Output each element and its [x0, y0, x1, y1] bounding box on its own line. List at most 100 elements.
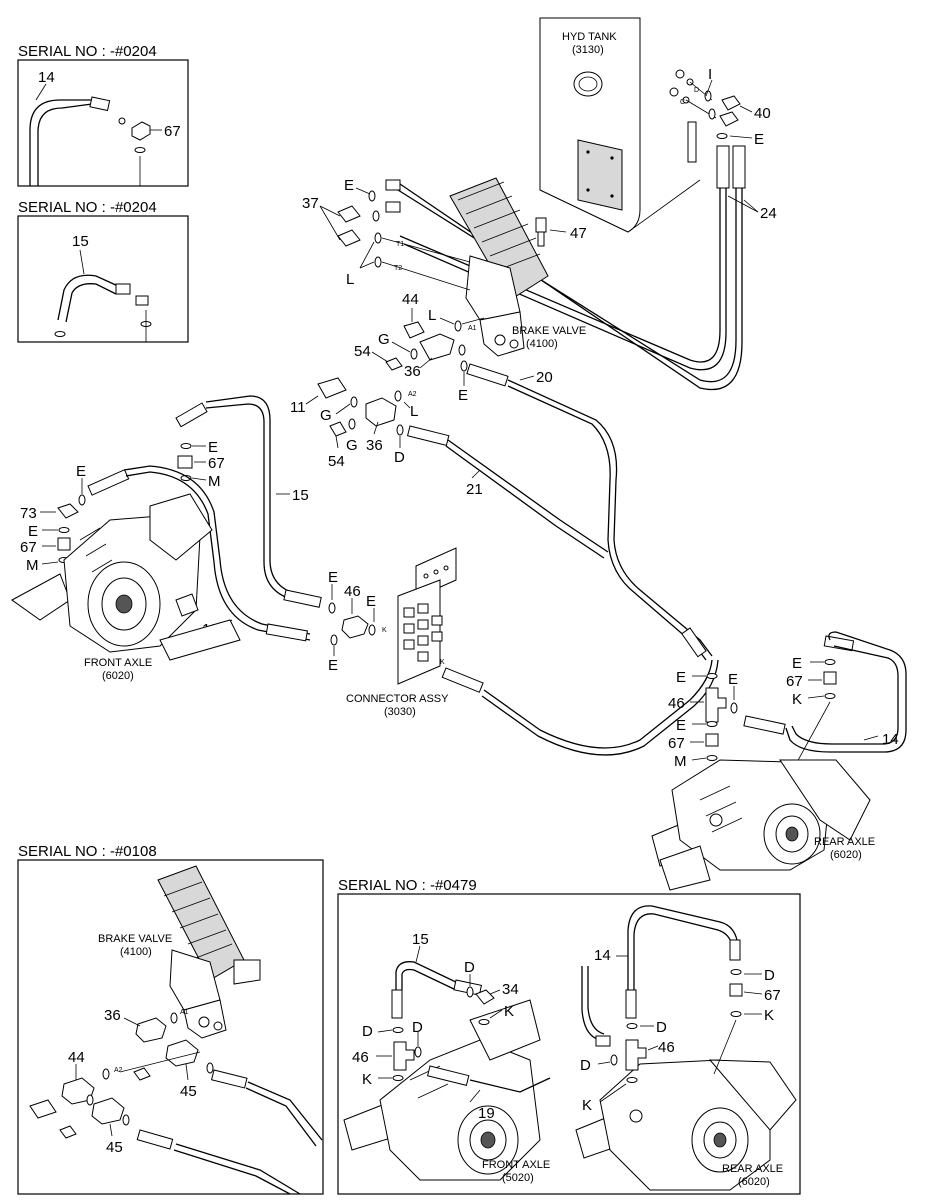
- hose-21: 21: [406, 425, 609, 559]
- inset-switch: [29, 1099, 57, 1119]
- callout-E: E: [458, 387, 468, 404]
- callout-D: D: [580, 1057, 591, 1074]
- plug-54: [329, 421, 347, 437]
- hose-end-24: [716, 145, 730, 189]
- adapter-67: [729, 983, 743, 997]
- hose-15: 15: [175, 395, 322, 608]
- front-axle-code: (6020): [102, 670, 134, 682]
- tee-fitting-36: [419, 333, 455, 361]
- callout-45: 45: [106, 1139, 123, 1156]
- svg-text:D: D: [694, 87, 699, 94]
- callout-D: D: [394, 449, 405, 466]
- brake-valve-name: BRAKE VALVE: [512, 325, 586, 337]
- bolt-47: 47: [535, 217, 587, 247]
- serial-label-0108: SERIAL NO : -#0108: [18, 843, 157, 860]
- fitting-44: [403, 321, 425, 339]
- fitting-34: [475, 989, 495, 1005]
- tank-filler-cap: [573, 71, 603, 97]
- hose-14-inset-1: [29, 99, 92, 186]
- callout-15: 15: [292, 487, 309, 504]
- elbow-fitting-67: [131, 121, 151, 141]
- callout-40: 40: [754, 105, 771, 122]
- callout-E: E: [344, 177, 354, 194]
- callout-K: K: [582, 1097, 592, 1114]
- brake-valve: BRAKE VALVE (4100): [449, 177, 586, 357]
- callout-45: 45: [180, 1083, 197, 1100]
- callout-44: 44: [402, 291, 419, 308]
- callout-E: E: [328, 569, 338, 586]
- callout-E: E: [28, 523, 38, 540]
- callout-I: I: [708, 66, 712, 83]
- svg-text:K: K: [440, 659, 445, 666]
- hyd-tank: HYD TANK (3130): [539, 17, 701, 233]
- serial-inset-top-1: SERIAL NO : -#0204 14 67: [17, 43, 189, 187]
- serial-label-0479: SERIAL NO : -#0479: [338, 877, 477, 894]
- inset-frame-top-2: [17, 215, 189, 343]
- callout-67: 67: [786, 673, 803, 690]
- inset-tee-46r: [625, 1039, 647, 1071]
- callout-E: E: [676, 669, 686, 686]
- callout-67: 67: [764, 987, 781, 1004]
- connector-assy-plate: [397, 579, 441, 685]
- fittings-37: E 37 T1 T2 L: [302, 177, 471, 291]
- callout-67: 67: [668, 735, 685, 752]
- front-upper-fittings: E 67 M: [177, 439, 225, 490]
- inset-tee-45b: [91, 1097, 125, 1125]
- callout-E: E: [76, 463, 86, 480]
- bracket: [687, 121, 697, 163]
- callout-19: 19: [478, 1105, 495, 1122]
- lower-valve-fittings: 11 G A2 L G 36 54 D: [290, 377, 418, 470]
- callout-G: G: [346, 437, 358, 454]
- callout-E: E: [208, 439, 218, 456]
- tank-fittings: D C I 40 E: [669, 66, 771, 148]
- tee-fitting-36: [365, 397, 397, 427]
- rear-axle-code: (6020): [830, 849, 862, 861]
- hose-24-pair: 24: [397, 145, 777, 391]
- elbow-73: [57, 503, 79, 519]
- connector-area-fittings: E 46 E K E: [328, 569, 387, 674]
- tank-cover-plate: [577, 139, 623, 211]
- adapter-67: [823, 671, 837, 685]
- serial-label-top-1: SERIAL NO : -#0204: [18, 43, 157, 60]
- o-ring: [134, 147, 146, 153]
- hose-end-fitting: [89, 96, 111, 112]
- callout-20: 20: [536, 369, 553, 386]
- adapter-67: [57, 537, 71, 551]
- adapter-67: [177, 455, 193, 469]
- fitting-37: [337, 229, 361, 247]
- front-axle-fittings: E 73 E 67 M: [20, 463, 86, 574]
- hyd-tank-code: (3130): [572, 44, 604, 56]
- plug-54: [385, 357, 403, 371]
- inset-rear-axle-code: (6020): [738, 1176, 770, 1188]
- callout-34: 34: [502, 981, 519, 998]
- hose-end-fitting: [115, 283, 131, 295]
- o-ring: [118, 117, 126, 125]
- callout-14: 14: [38, 69, 55, 86]
- hose-15-inset-2: [57, 274, 119, 321]
- callout-14: 14: [594, 947, 611, 964]
- inset-tee-36: [135, 1017, 167, 1043]
- callout-M: M: [208, 473, 221, 490]
- adapter-67: [705, 733, 719, 747]
- callout-E: E: [754, 131, 764, 148]
- inset-rear-axle-name: REAR AXLE: [722, 1163, 783, 1175]
- callout-D: D: [764, 967, 775, 984]
- hose-19: 19: [87, 465, 311, 642]
- callout-46: 46: [352, 1049, 369, 1066]
- callout-21: 21: [466, 481, 483, 498]
- callout-15: 15: [72, 233, 89, 250]
- hose-20: 20: [466, 363, 713, 661]
- callout-15: 15: [412, 931, 429, 948]
- callout-24: 24: [760, 205, 777, 222]
- inset-frame-0108: [17, 859, 324, 1195]
- svg-text:C: C: [680, 99, 685, 106]
- front-axle: FRONT AXLE (6020): [11, 493, 241, 682]
- callout-37: 37: [302, 195, 319, 212]
- adapter-fitting: [135, 295, 149, 306]
- callout-E: E: [328, 657, 338, 674]
- tee-46: [341, 615, 369, 639]
- hose-14: 14 E 67 K: [785, 631, 907, 765]
- svg-text:A2: A2: [114, 1067, 123, 1074]
- inset-front-axle-code: (5020): [502, 1172, 534, 1184]
